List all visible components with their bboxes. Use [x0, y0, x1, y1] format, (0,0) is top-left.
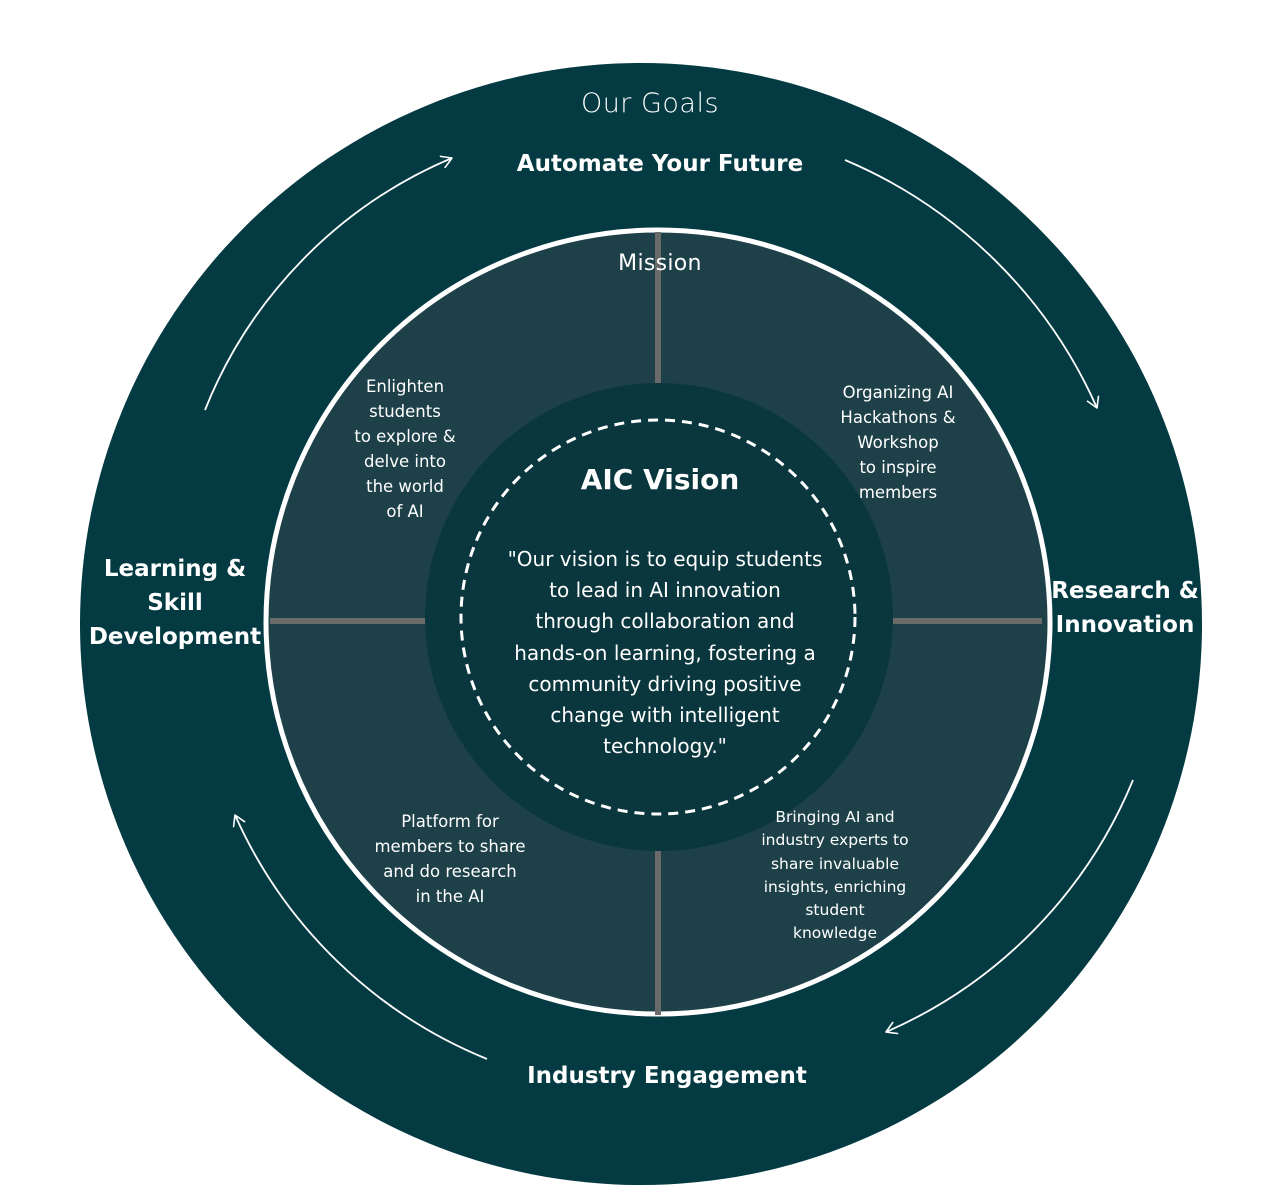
goal-learning-skill-development: Learning & Skill Development [88, 556, 262, 650]
goals-heading: Our Goals [580, 88, 720, 119]
vision-title: AIC Vision [580, 463, 740, 496]
goal-automate-your-future: Automate Your Future [516, 151, 804, 177]
arrow-top-right-icon [844, 159, 1100, 409]
goal-industry-engagement: Industry Engagement [527, 1063, 807, 1089]
mission-item-bottom-left: Platform for members to share and do res… [374, 812, 526, 906]
mission-item-top-right: Organizing AI Hackathons & Workshop to i… [840, 383, 956, 502]
vision-dashed-ring [459, 418, 857, 816]
mission-title: Mission [618, 251, 702, 276]
vision-circle [425, 383, 893, 851]
arrow-top-left-icon [204, 155, 453, 411]
arrow-bottom-right-icon [885, 779, 1134, 1035]
vision-statement: "Our vision is to equip students to lead… [507, 547, 823, 759]
mission-item-bottom-right: Bringing AI and industry experts to shar… [761, 808, 909, 943]
goal-research-innovation: Research & Innovation [1051, 578, 1199, 638]
mission-item-top-left: Enlighten students to explore & delve in… [354, 377, 456, 521]
arrow-bottom-left-icon [232, 814, 488, 1060]
